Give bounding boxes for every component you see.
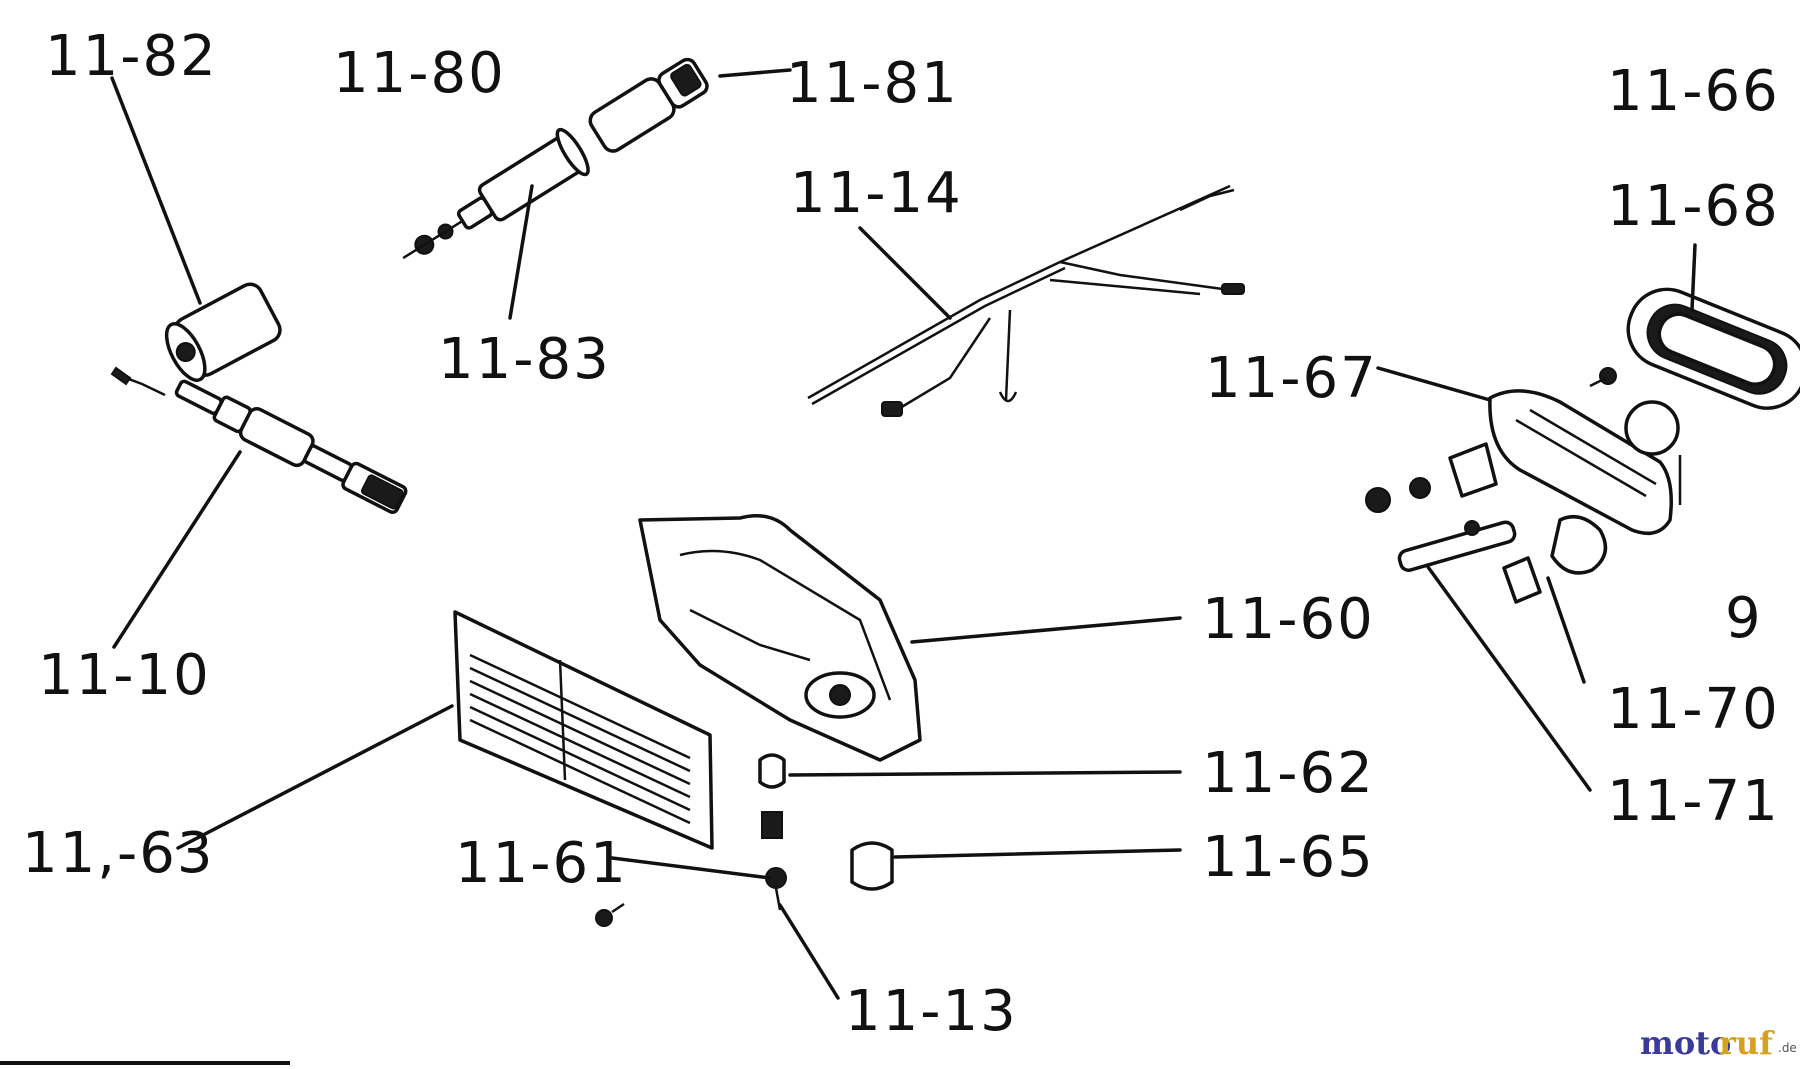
ignition-assembly [110,76,408,649]
label-11-66: 11-66 [1607,59,1780,124]
label-11-68: 11-68 [1607,174,1780,239]
small-parts [595,753,1182,1000]
label-11-70: 11-70 [1607,677,1780,742]
label-partial-9: 9 [1725,586,1763,651]
label-11-81: 11-81 [786,51,959,116]
label-11-14: 11-14 [790,161,963,226]
label-11-83: 11-83 [438,327,611,392]
label-11-10: 11-10 [38,643,211,708]
label-11-60: 11-60 [1202,587,1375,652]
watermark-part-1: moto [1640,1024,1731,1062]
part-labels: 11-82 11-80 11-81 11-66 11-14 11-68 11-8… [22,24,1780,1044]
label-11-63: 11,-63 [22,821,215,886]
tail-lamp-assembly [1365,243,1800,792]
label-11-65: 11-65 [1202,825,1375,890]
grille-slats [469,653,691,825]
label-11-13: 11-13 [845,979,1018,1044]
label-11-80: 11-80 [333,41,506,106]
label-11-62: 11-62 [1202,741,1375,806]
lighter-assembly [402,57,792,320]
label-11-67: 11-67 [1205,346,1378,411]
watermark-part-2: ruf [1719,1024,1775,1062]
wiring-harness [807,184,1245,417]
label-11-61: 11-61 [455,831,628,896]
headlight-assembly [176,514,1182,850]
label-11-82: 11-82 [45,24,218,89]
watermark: moto ruf .de [1640,1024,1797,1062]
watermark-suffix: .de [1778,1041,1797,1055]
label-11-71: 11-71 [1607,769,1780,834]
